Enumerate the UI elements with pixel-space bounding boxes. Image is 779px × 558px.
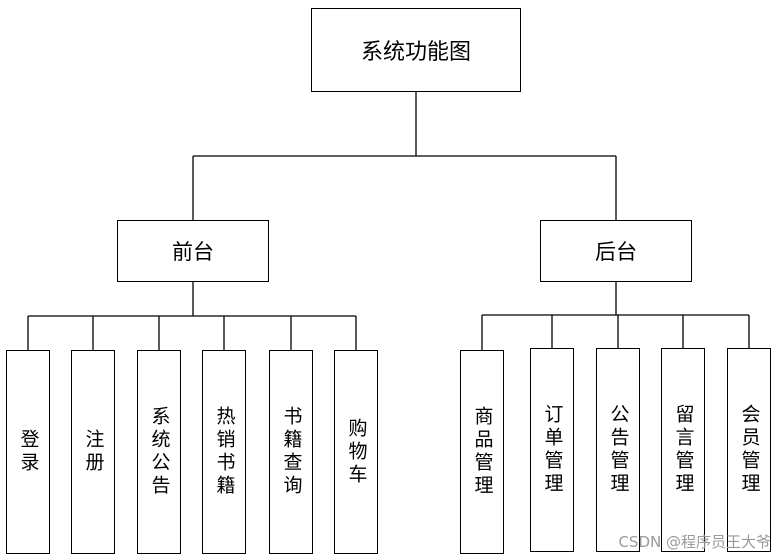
leaf-node-system-notice: 系统公告 <box>137 350 181 554</box>
leaf-label: 热销书籍 <box>213 406 236 498</box>
branch-label-backend: 后台 <box>595 240 637 264</box>
root-node: 系统功能图 <box>311 8 521 92</box>
leaf-node-register: 注册 <box>71 350 115 554</box>
leaf-node-member-mgmt: 会员管理 <box>727 348 771 552</box>
leaf-label: 商品管理 <box>471 406 494 498</box>
leaf-node-product-mgmt: 商品管理 <box>460 350 504 554</box>
leaf-node-login: 登录 <box>6 350 50 554</box>
leaf-label: 会员管理 <box>738 404 761 496</box>
leaf-node-message-mgmt: 留言管理 <box>661 348 705 552</box>
leaf-label: 公告管理 <box>607 404 630 496</box>
leaf-label: 留言管理 <box>672 404 695 496</box>
leaf-label: 注册 <box>82 429 105 475</box>
leaf-node-book-search: 书籍查询 <box>269 350 313 554</box>
leaf-label: 购物车 <box>345 417 368 487</box>
watermark: CSDN @程序员王大爷 <box>618 533 771 551</box>
leaf-node-cart: 购物车 <box>334 350 378 554</box>
branch-label-frontend: 前台 <box>172 240 214 264</box>
leaf-node-bestsellers: 热销书籍 <box>202 350 246 554</box>
leaf-label: 登录 <box>17 429 40 475</box>
leaf-node-notice-mgmt: 公告管理 <box>596 348 640 552</box>
leaf-label: 订单管理 <box>541 404 564 496</box>
leaf-node-order-mgmt: 订单管理 <box>530 348 574 552</box>
leaf-label: 书籍查询 <box>280 406 303 498</box>
branch-node-backend: 后台 <box>540 220 692 282</box>
leaf-label: 系统公告 <box>148 406 171 498</box>
root-label: 系统功能图 <box>360 40 471 65</box>
branch-node-frontend: 前台 <box>117 220 269 282</box>
